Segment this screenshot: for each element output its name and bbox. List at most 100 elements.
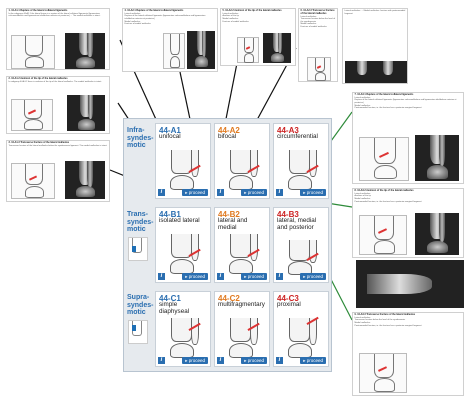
card-title: 3. 44-A1.3 Transverse fracture of the la… — [8, 141, 70, 144]
cell-code: 44-C2 — [218, 294, 240, 303]
card-title: 8. 44-A3.2 Avulsion of the tip of the la… — [354, 189, 414, 192]
ankle-illustration — [280, 317, 322, 359]
card-44-a2-2: 5. 44-A2.2 Avulsion of the tip of the la… — [220, 8, 296, 66]
card-44-a3-1: 7. 44-A3.1 Rupture of the lateral collat… — [352, 92, 464, 184]
row-mini-illustration — [128, 320, 148, 344]
classification-grid: Infra- syndes- motic Trans- syndes- moti… — [123, 118, 332, 372]
ankle-illustration — [280, 150, 322, 191]
ankle-xray — [415, 135, 459, 181]
info-button[interactable]: i — [276, 273, 283, 280]
cell-code: 44-A3 — [277, 126, 299, 135]
card-text: Lateral malleolus: Avulsion of the tip M… — [354, 192, 422, 203]
ankle-xray — [65, 33, 105, 69]
cell-name: unifocal — [159, 133, 181, 140]
ankle-xray — [187, 31, 215, 69]
card-title: 7. 44-A3.1 Rupture of the lateral collat… — [354, 93, 414, 96]
ankle-illustration — [162, 234, 204, 275]
cell-44-b1[interactable]: 44-B1 isolated lateral i ▸ proceed — [155, 207, 211, 283]
card-44-a2-extra: Lateral malleolus: ... Medial malleolus:… — [342, 8, 408, 84]
cell-name: isolated lateral — [159, 217, 200, 224]
proceed-button[interactable]: ▸ proceed — [182, 189, 208, 196]
ankle-illustration — [221, 150, 263, 191]
card-44-a2-3: 6. 44-A2.3 Transverse fracture of the la… — [298, 8, 338, 82]
card-44-a3-2: 8. 44-A3.2 Avulsion of the tip of the la… — [352, 188, 464, 258]
card-44-a1-3: 3. 44-A1.3 Transverse fracture of the la… — [6, 140, 110, 202]
row-label-suprasyndesmotic: Supra- syndes- motic — [127, 294, 154, 316]
card-text: Lateral malleolus: Transverse fracture b… — [354, 316, 422, 327]
cell-name: lateral and medial — [218, 217, 248, 231]
cell-44-c2[interactable]: 44-C2 multifragmentary i ▸ proceed — [214, 291, 270, 367]
proceed-button[interactable]: ▸ proceed — [241, 189, 267, 196]
ankle-illustration — [221, 234, 263, 275]
card-title: 1. 44-A1.1 Rupture of the lateral collat… — [8, 9, 68, 12]
cell-44-b3[interactable]: 44-B3 lateral, medial and posterior i ▸ … — [273, 207, 329, 283]
cell-code: 44-A1 — [159, 126, 181, 135]
card-title: 9. 44-A3.3 Transverse fracture of the la… — [354, 313, 416, 316]
proceed-button[interactable]: ▸ proceed — [241, 357, 267, 364]
card-text: In the subgroup 44-A1.1 the lateral lesi… — [8, 12, 101, 18]
info-button[interactable]: i — [217, 189, 224, 196]
ankle-illustration — [221, 318, 263, 359]
card-44-a1-1: 1. 44-A1.1 Rupture of the lateral collat… — [6, 8, 110, 70]
cell-code: 44-C3 — [277, 294, 299, 303]
cell-44-a1[interactable]: 44-A1 unifocal i ▸ proceed — [155, 123, 211, 199]
ankle-xray — [67, 95, 105, 131]
card-44-a3-3: 9. 44-A3.3 Transverse fracture of the la… — [352, 312, 464, 396]
card-text: Lateral malleolus: ... Medial malleolus:… — [344, 10, 406, 15]
cell-44-a2[interactable]: 44-A2 bifocal i ▸ proceed — [214, 123, 270, 199]
row-label-transsyndesmotic: Trans- syndes- motic — [127, 211, 154, 233]
ankle-drawing — [163, 33, 185, 69]
info-button[interactable]: i — [158, 189, 165, 196]
cell-44-c1[interactable]: 44-C1 simple diaphyseal i ▸ proceed — [155, 291, 211, 367]
info-button[interactable]: i — [276, 189, 283, 196]
cell-code: 44-B2 — [218, 210, 240, 219]
card-title: 4. 44-A2.1 Rupture of the lateral collat… — [124, 9, 184, 12]
ankle-drawing — [359, 353, 407, 393]
ankle-xray — [345, 61, 407, 83]
card-text: Lateral malleolus: Avulsion of the tip M… — [222, 12, 249, 23]
cell-code: 44-B3 — [277, 210, 299, 219]
ankle-drawing — [237, 37, 259, 63]
ankle-xray — [415, 213, 459, 255]
cell-code: 44-B1 — [159, 210, 181, 219]
card-text: Transverse fracture of the lateral malle… — [8, 144, 108, 147]
cell-44-b2[interactable]: 44-B2 lateral and medial i ▸ proceed — [214, 207, 270, 283]
ankle-xray — [263, 33, 291, 63]
card-text: Lateral malleolus: Rupture of the latera… — [124, 12, 206, 26]
cell-44-c3[interactable]: 44-C3 proximal i ▸ proceed — [273, 291, 329, 367]
cell-name: circumferential — [277, 133, 318, 140]
ankle-drawing — [11, 99, 53, 131]
ankle-xray — [65, 161, 105, 199]
ankle-drawing — [11, 163, 55, 199]
card-text: Lateral malleolus: Transverse fracture b… — [300, 15, 336, 28]
proceed-button[interactable]: ▸ proceed — [182, 273, 208, 280]
info-button[interactable]: i — [217, 273, 224, 280]
info-button[interactable]: i — [217, 357, 224, 364]
cell-name: proximal — [277, 301, 301, 308]
cell-name: multifragmentary — [218, 301, 265, 308]
ankle-xray-large — [356, 260, 464, 308]
proceed-button[interactable]: ▸ proceed — [182, 357, 208, 364]
cell-code: 44-A2 — [218, 126, 240, 135]
cell-name: lateral, medial and posterior — [277, 217, 317, 231]
proceed-button[interactable]: ▸ proceed — [300, 189, 326, 196]
ankle-illustration — [280, 240, 322, 275]
card-44-a2-1: 4. 44-A2.1 Rupture of the lateral collat… — [122, 8, 218, 72]
proceed-button[interactable]: ▸ proceed — [300, 357, 326, 364]
card-title: 5. 44-A2.2 Avulsion of the tip of the la… — [222, 9, 282, 12]
ankle-drawing — [359, 137, 409, 181]
proceed-button[interactable]: ▸ proceed — [300, 273, 326, 280]
info-button[interactable]: i — [158, 273, 165, 280]
card-title: 6. 44-A2.3 Transverse fracture of the la… — [300, 9, 335, 15]
info-button[interactable]: i — [276, 357, 283, 364]
ankle-drawing — [359, 215, 407, 255]
card-44-a1-2: 2. 44-A1.2 Avulsion of the tip of the la… — [6, 76, 110, 134]
proceed-button[interactable]: ▸ proceed — [241, 273, 267, 280]
ankle-drawing — [11, 35, 55, 69]
ankle-drawing — [307, 57, 331, 81]
card-title: 2. 44-A1.2 Avulsion of the tip of the la… — [8, 77, 68, 80]
info-button[interactable]: i — [158, 357, 165, 364]
cell-44-a3[interactable]: 44-A3 circumferential i ▸ proceed — [273, 123, 329, 199]
row-label-infrasyndesmotic: Infra- syndes- motic — [127, 127, 154, 149]
cell-name: simple diaphyseal — [159, 301, 190, 315]
